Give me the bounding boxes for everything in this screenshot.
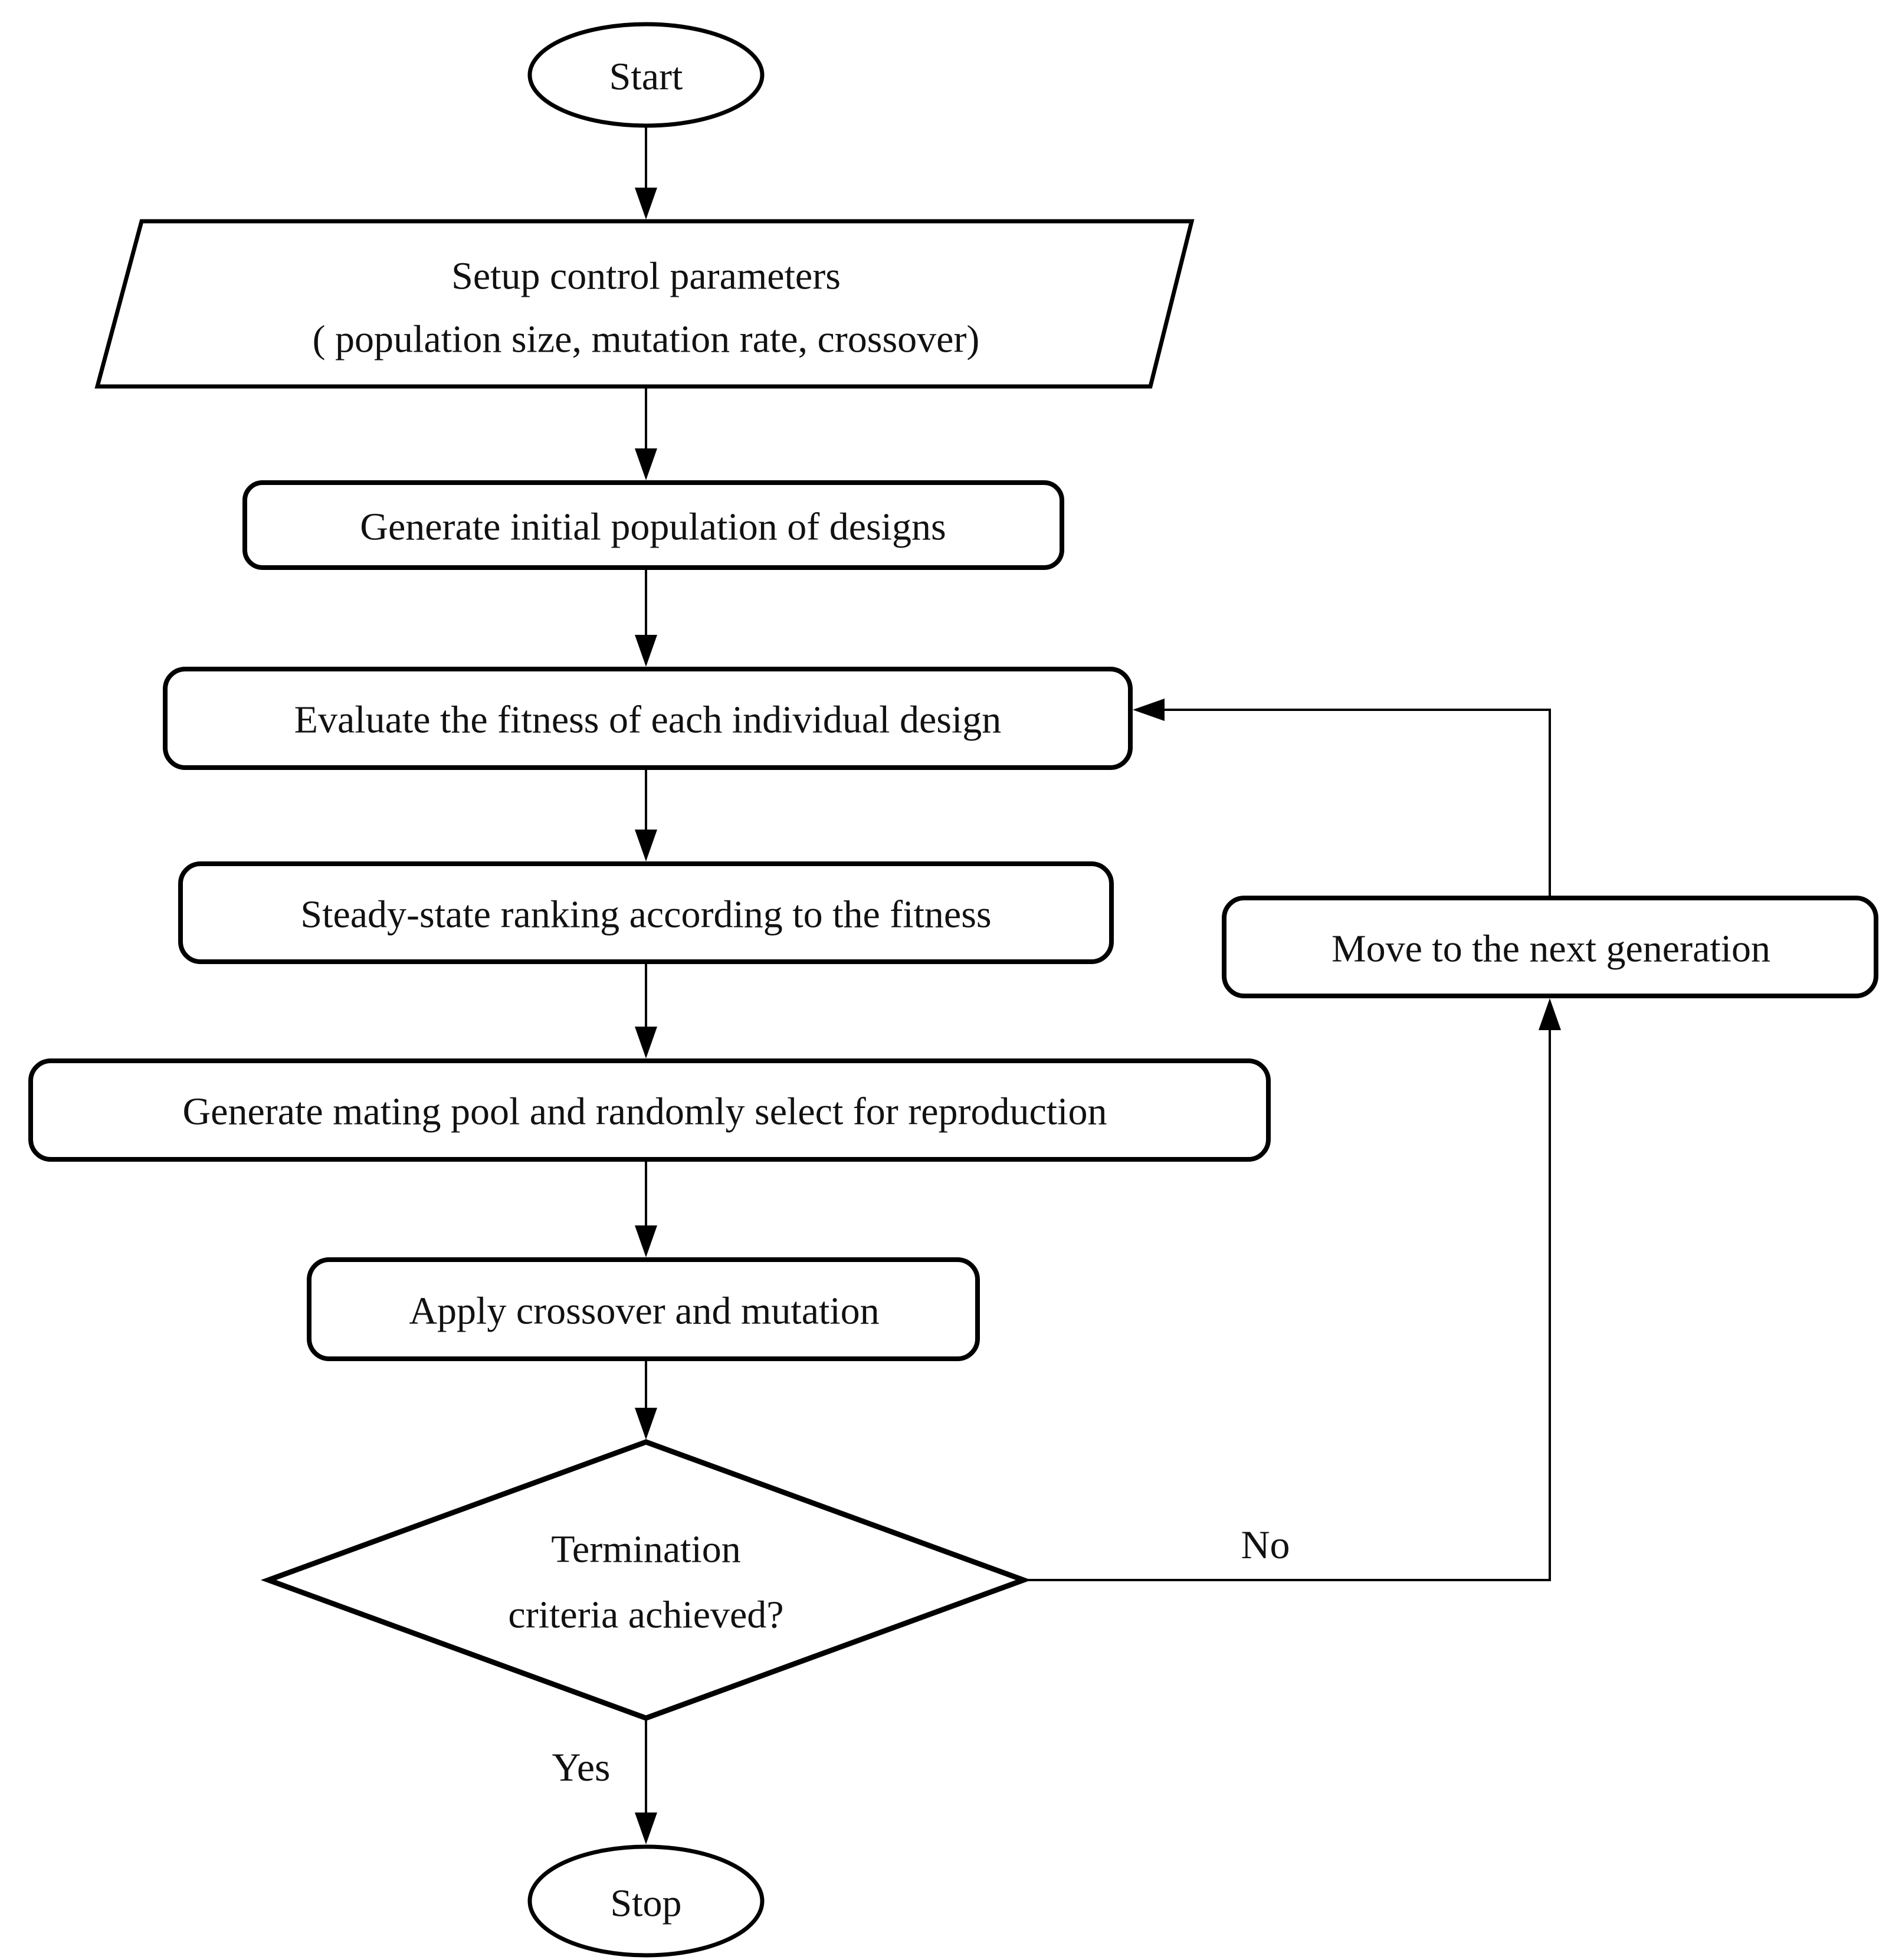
evaluate-fitness-box [163,667,1133,770]
evaluate-fitness-label: Evaluate the fitness of each individual … [294,699,1002,742]
setup-parameters-label-line2: ( population size, mutation rate, crosso… [313,318,980,361]
steady-state-ranking-label: Steady-state ranking according to the fi… [300,893,991,936]
start-terminator [527,22,765,128]
mating-pool-box [28,1058,1271,1162]
move-next-generation-box [1222,896,1878,998]
arrow-move-to-evaluate-line [1163,709,1551,898]
stop-label: Stop [610,1882,681,1925]
arrow-no-to-move-line [1024,1029,1551,1581]
start-label: Start [609,55,683,99]
termination-label-line2: criteria achieved? [508,1594,783,1637]
generate-initial-population-label: Generate initial population of designs [360,506,946,549]
setup-parameters-label-line1: Setup control parameters [451,255,841,298]
mating-pool-label: Generate mating pool and randomly select… [183,1090,1107,1133]
termination-label-line1: Termination [551,1528,741,1571]
apply-crossover-mutation-box [307,1257,980,1361]
steady-state-ranking-box [178,861,1114,964]
arrow-move-to-evaluate-head [1133,699,1165,721]
arrow-setup-to-initial-head [635,448,657,480]
generate-initial-population-box [242,480,1064,570]
edge-label-no: No [1241,1522,1290,1567]
arrow-evaluate-to-ranking-head [635,830,657,861]
arrow-yes-to-stop-head [635,1812,657,1844]
termination-decision-diamond [260,1439,1032,1721]
arrow-ranking-to-mating-head [635,1027,657,1058]
setup-parameters-parallelogram [94,219,1195,389]
apply-crossover-mutation-label: Apply crossover and mutation [409,1290,879,1333]
arrow-mating-to-crossover-head [635,1225,657,1257]
move-next-generation-label: Move to the next generation [1332,927,1770,971]
edge-label-yes: Yes [552,1745,611,1789]
arrow-crossover-to-decision-head [635,1408,657,1440]
arrow-no-to-move-head [1539,998,1561,1030]
arrow-start-to-setup-head [635,188,657,219]
arrow-initial-to-evaluate-head [635,635,657,667]
stop-terminator [527,1844,765,1958]
